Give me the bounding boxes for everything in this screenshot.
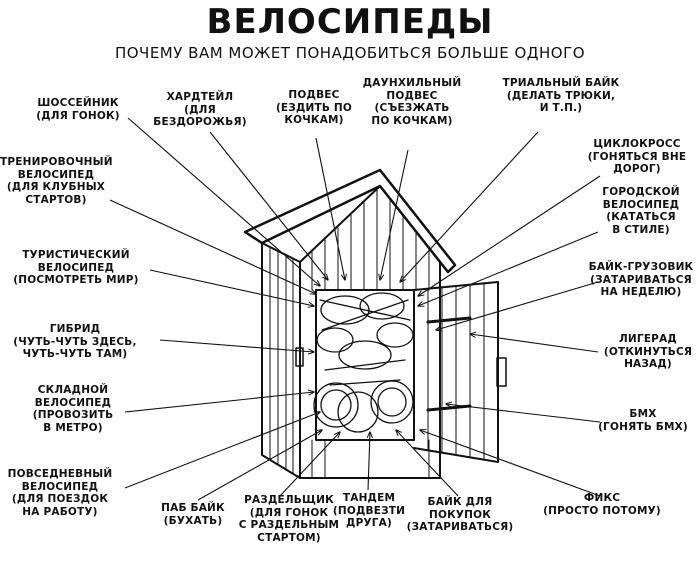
- label-hybrid: ГИБРИД (ЧУТЬ-ЧУТЬ ЗДЕСЬ, ЧУТЬ-ЧУТЬ ТАМ): [13, 323, 137, 360]
- shed-front-wall: [299, 185, 441, 479]
- shed-doorway: [315, 289, 415, 441]
- door-latch: [496, 357, 507, 387]
- label-time-trial: РАЗДЕЛЬЩИК (ДЛЯ ГОНОК С РАЗДЕЛЬНЫМ СТАРТ…: [238, 494, 340, 544]
- label-club-bike: ТРЕНИРОВОЧНЫЙ ВЕЛОСИПЕД (ДЛЯ КЛУБНЫХ СТА…: [0, 156, 113, 206]
- label-downhill: ДАУНХИЛЬНЫЙ ПОДВЕС (СЪЕЗЖАТЬ ПО КОЧКАМ): [362, 77, 462, 127]
- bike-pile: [313, 292, 414, 433]
- label-full-suspension: ПОДВЕС (ЕЗДИТЬ ПО КОЧКАМ): [275, 89, 353, 126]
- label-bmx: БМХ (ГОНЯТЬ БМХ): [598, 408, 688, 433]
- label-city-bike: ГОРОДСКОЙ ВЕЛОСИПЕД (КАТАТЬСЯ В СТИЛЕ): [602, 186, 680, 236]
- label-cyclocross: ЦИКЛОКРОСС (ГОНЯТЬСЯ ВНЕ ДОРОГ): [587, 138, 687, 175]
- label-trial-bike: ТРИАЛЬНЫЙ БАЙК (ДЕЛАТЬ ТРЮКИ, И Т.П.): [502, 77, 620, 114]
- label-tandem: ТАНДЕМ (ПОДВЕЗТИ ДРУГА): [332, 492, 406, 529]
- label-recumbent: ЛИГЕРАД (ОТКИНУТЬСЯ НАЗАД): [603, 333, 693, 370]
- door-hinge: [295, 347, 304, 367]
- label-touring-bike: ТУРИСТИЧЕСКИЙ ВЕЛОСИПЕД (ПОСМОТРЕТЬ МИР): [13, 249, 139, 286]
- label-arrows: [109, 117, 601, 501]
- label-shopping-bike: БАЙК ДЛЯ ПОКУПОК (ЗАТАРИВАТЬСЯ): [406, 496, 514, 533]
- shed-planks: [269, 189, 430, 479]
- page-subtitle: ПОЧЕМУ ВАМ МОЖЕТ ПОНАДОБИТЬСЯ БОЛЬШЕ ОДН…: [114, 44, 586, 62]
- label-hardtail: ХАРДТЕЙЛ (ДЛЯ БЕЗДОРОЖЬЯ): [153, 91, 247, 128]
- page-title: ВЕЛОСИПЕДЫ: [206, 2, 494, 42]
- label-pub-bike: ПАБ БАЙК (БУХАТЬ): [161, 502, 225, 527]
- label-road-bike: ШОССЕЙНИК (ДЛЯ ГОНОК): [36, 97, 120, 122]
- label-folding-bike: СКЛАДНОЙ ВЕЛОСИПЕД (ПРОВОЗИТЬ В МЕТРО): [32, 384, 114, 434]
- label-fixie: ФИКС (ПРОСТО ПОТОМУ): [543, 492, 661, 517]
- label-cargo-bike: БАЙК-ГРУЗОВИК (ЗАТАРИВАТЬСЯ НА НЕДЕЛЮ): [588, 261, 694, 298]
- label-commuter-bike: ПОВСЕДНЕВНЫЙ ВЕЛОСИПЕД (ДЛЯ ПОЕЗДОК НА Р…: [7, 468, 113, 518]
